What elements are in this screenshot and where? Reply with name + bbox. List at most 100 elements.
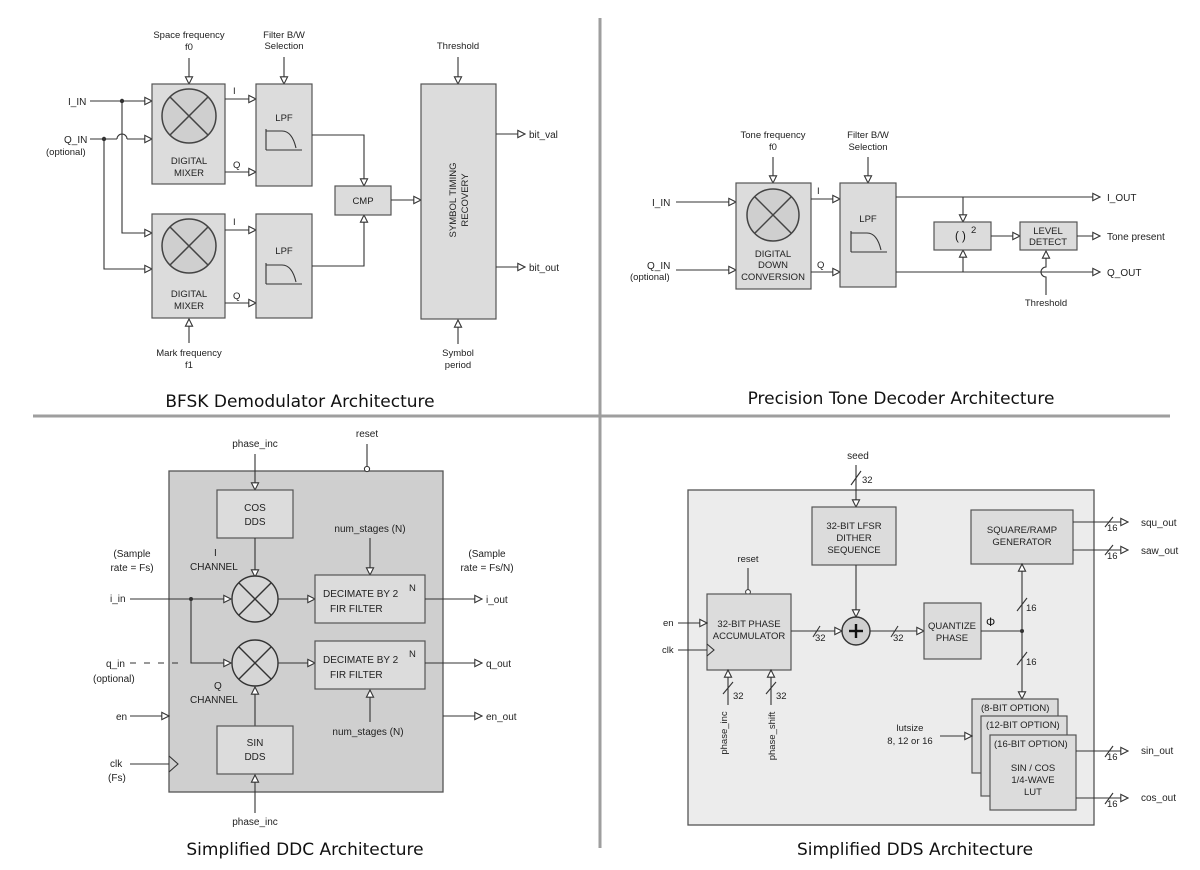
sample-rate-fsn-label: (Sample — [468, 549, 506, 560]
svg-text:32: 32 — [815, 633, 826, 644]
i-in-label: i_in — [110, 594, 126, 605]
lfsr-dither-block — [811, 506, 897, 566]
tone-present-label: Tone present — [1107, 232, 1165, 243]
clk-label: clk — [662, 645, 674, 656]
lowpass-response-icon — [265, 263, 302, 285]
svg-text:DECIMATE BY 2: DECIMATE BY 2 — [323, 589, 399, 600]
mark-frequency-f1: f1 — [185, 360, 193, 371]
simplified-dds-diagram: seed 32 32-BIT LFSR DITHER SEQUENCE SQUA… — [662, 451, 1178, 860]
svg-text:SYMBOL TIMING: SYMBOL TIMING — [448, 163, 459, 238]
phase-inc-bottom-label: phase_inc — [232, 817, 278, 828]
threshold-label: Threshold — [437, 41, 479, 52]
svg-text:DIGITAL: DIGITAL — [171, 289, 207, 300]
svg-text:I: I — [233, 86, 236, 97]
en-label: en — [116, 712, 127, 723]
num-stages-top-label: num_stages (N) — [334, 524, 405, 535]
svg-text:16: 16 — [1107, 752, 1118, 763]
cmp-block — [334, 185, 392, 216]
svg-text:MIXER: MIXER — [174, 168, 204, 179]
svg-text:SQUARE/RAMP: SQUARE/RAMP — [987, 525, 1057, 536]
svg-text:PHASE: PHASE — [936, 633, 968, 644]
svg-text:Q: Q — [214, 681, 222, 692]
filter-bw-selection: Selection — [848, 142, 887, 153]
svg-text:16: 16 — [1026, 657, 1037, 668]
svg-text:FIR FILTER: FIR FILTER — [330, 670, 383, 681]
simplified-ddc-diagram: phase_inc reset COS DDS I CHANNEL num_st… — [93, 429, 517, 860]
space-frequency-f0: f0 — [185, 42, 193, 53]
threshold-label: Threshold — [1025, 298, 1067, 309]
q-in-optional: (optional) — [46, 147, 86, 158]
svg-text:LPF: LPF — [275, 246, 293, 257]
svg-text:rate = Fs/N): rate = Fs/N) — [460, 563, 513, 574]
bit-val-label: bit_val — [529, 130, 558, 141]
svg-text:DIGITAL: DIGITAL — [171, 156, 207, 167]
svg-text:DECIMATE BY 2: DECIMATE BY 2 — [323, 655, 399, 666]
phase-shift-label: phase_shift — [767, 711, 778, 760]
svg-text:32: 32 — [733, 691, 744, 702]
svg-text:32: 32 — [776, 691, 787, 702]
svg-text:1/4-WAVE: 1/4-WAVE — [1011, 775, 1054, 786]
bfsk-caption: BFSK Demodulator Architecture — [165, 392, 434, 412]
svg-text:DIGITAL: DIGITAL — [755, 249, 791, 260]
svg-text:SIN / COS: SIN / COS — [1011, 763, 1055, 774]
squ-out-label: squ_out — [1141, 518, 1177, 529]
dds-caption: Simplified DDS Architecture — [797, 840, 1033, 860]
lpf-block — [839, 182, 897, 288]
i-in-label: I_IN — [652, 198, 670, 209]
svg-text:(8-BIT OPTION): (8-BIT OPTION) — [981, 703, 1049, 714]
sin-dds-block — [216, 725, 294, 775]
svg-text:rate = Fs): rate = Fs) — [110, 563, 153, 574]
tone-frequency-f0: f0 — [769, 142, 777, 153]
num-stages-bottom-label: num_stages (N) — [332, 727, 403, 738]
svg-text:N: N — [409, 649, 416, 660]
en-label: en — [663, 618, 674, 629]
sin-out-label: sin_out — [1141, 746, 1173, 757]
svg-text:SEQUENCE: SEQUENCE — [827, 545, 880, 556]
svg-text:DETECT: DETECT — [1029, 237, 1067, 248]
q-in-label: Q_IN — [647, 261, 670, 272]
tone-frequency-label: Tone frequency — [741, 130, 806, 141]
phase-inc-label: phase_inc — [719, 711, 730, 755]
seed-label: seed — [847, 451, 869, 462]
svg-text:8, 12 or 16: 8, 12 or 16 — [887, 736, 932, 747]
lowpass-response-icon — [850, 231, 887, 253]
svg-text:(12-BIT OPTION): (12-BIT OPTION) — [986, 720, 1060, 731]
en-out-label: en_out — [486, 712, 517, 723]
ddc-enclosure — [168, 470, 444, 793]
ddc-caption: Simplified DDC Architecture — [186, 840, 423, 860]
svg-text:period: period — [445, 360, 471, 371]
svg-text:16: 16 — [1107, 523, 1118, 534]
lut-16bit-option — [989, 734, 1077, 811]
svg-text:CONVERSION: CONVERSION — [741, 272, 805, 283]
svg-text:QUANTIZE: QUANTIZE — [928, 621, 976, 632]
phase-inc-top-label: phase_inc — [232, 439, 278, 450]
lpf-top — [255, 83, 313, 187]
q-in-label: Q_IN — [64, 135, 87, 146]
filter-bw-label: Filter B/W — [847, 130, 889, 141]
bfsk-demodulator-diagram: Space frequency f0 Filter B/W Selection … — [46, 30, 559, 412]
svg-text:DDS: DDS — [244, 752, 265, 763]
cos-out-label: cos_out — [1141, 793, 1176, 804]
svg-text:Q: Q — [233, 291, 240, 302]
clock-input-icon — [168, 755, 179, 773]
symbol-period-label: Symbol — [442, 348, 474, 359]
svg-text:COS: COS — [244, 503, 266, 514]
i-in-label: I_IN — [68, 97, 86, 108]
bit-out-label: bit_out — [529, 263, 559, 274]
quantize-phase-block — [923, 602, 982, 660]
svg-text:I: I — [817, 186, 820, 197]
svg-text:LEVEL: LEVEL — [1033, 226, 1063, 237]
i-out-label: I_OUT — [1107, 193, 1136, 204]
clock-input-icon — [706, 643, 715, 657]
svg-text:I: I — [214, 548, 217, 559]
reset-label: reset — [356, 429, 378, 440]
q-in-optional: (optional) — [93, 674, 135, 685]
q-in-label: q_in — [106, 659, 125, 670]
svg-text:Q: Q — [817, 260, 824, 271]
q-in-optional: (optional) — [630, 272, 670, 283]
svg-text:SIN: SIN — [247, 738, 264, 749]
ptd-caption: Precision Tone Decoder Architecture — [748, 389, 1055, 409]
squarer-block — [933, 221, 992, 251]
q-out-label: Q_OUT — [1107, 268, 1141, 279]
